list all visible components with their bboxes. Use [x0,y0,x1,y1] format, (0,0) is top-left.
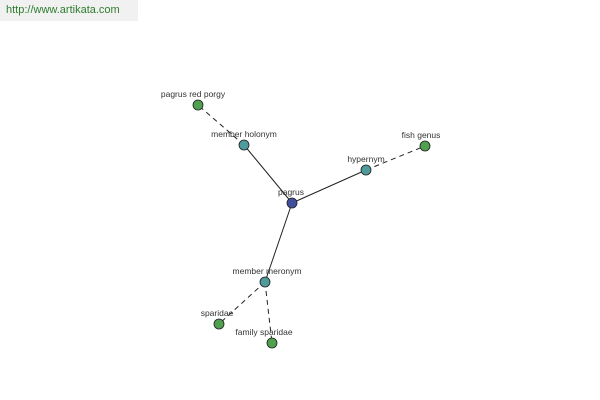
node-fish-genus[interactable] [419,140,431,152]
label-pagrus-red-porgy[interactable]: pagrus red porgy [161,89,226,99]
edges [197,104,426,344]
label-family-sparidae[interactable]: family sparidae [235,327,292,337]
edge-pagrus-to-hypernym [291,169,367,204]
label-member-meronym[interactable]: member meronym [233,266,302,276]
edge-member-holonym-to-pagrus-red-porgy [197,104,245,146]
label-hypernym[interactable]: hypernym [347,154,384,164]
nodes [192,99,431,349]
label-fish-genus[interactable]: fish genus [402,130,441,140]
edge-member-meronym-to-sparidae [218,281,266,325]
label-sparidae[interactable]: sparidae [201,308,234,318]
labels: pagrus member holonym hypernym member meron… [161,89,441,337]
node-hypernym[interactable] [360,164,372,176]
label-member-holonym[interactable]: member holonym [211,129,277,139]
edge-hypernym-to-fish-genus [365,145,426,171]
site-url[interactable]: http://www.artikata.com [0,0,138,21]
node-member-meronym[interactable] [259,276,271,288]
edge-pagrus-to-member-meronym [264,202,293,283]
edge-member-meronym-to-family-sparidae [264,281,273,344]
node-pagrus-red-porgy[interactable] [192,99,204,111]
edge-pagrus-to-member-holonym [243,144,293,204]
node-family-sparidae[interactable] [266,337,278,349]
node-member-holonym[interactable] [238,139,250,151]
node-sparidae[interactable] [213,318,225,330]
label-pagrus[interactable]: pagrus [278,187,304,197]
node-pagrus[interactable] [286,197,298,209]
